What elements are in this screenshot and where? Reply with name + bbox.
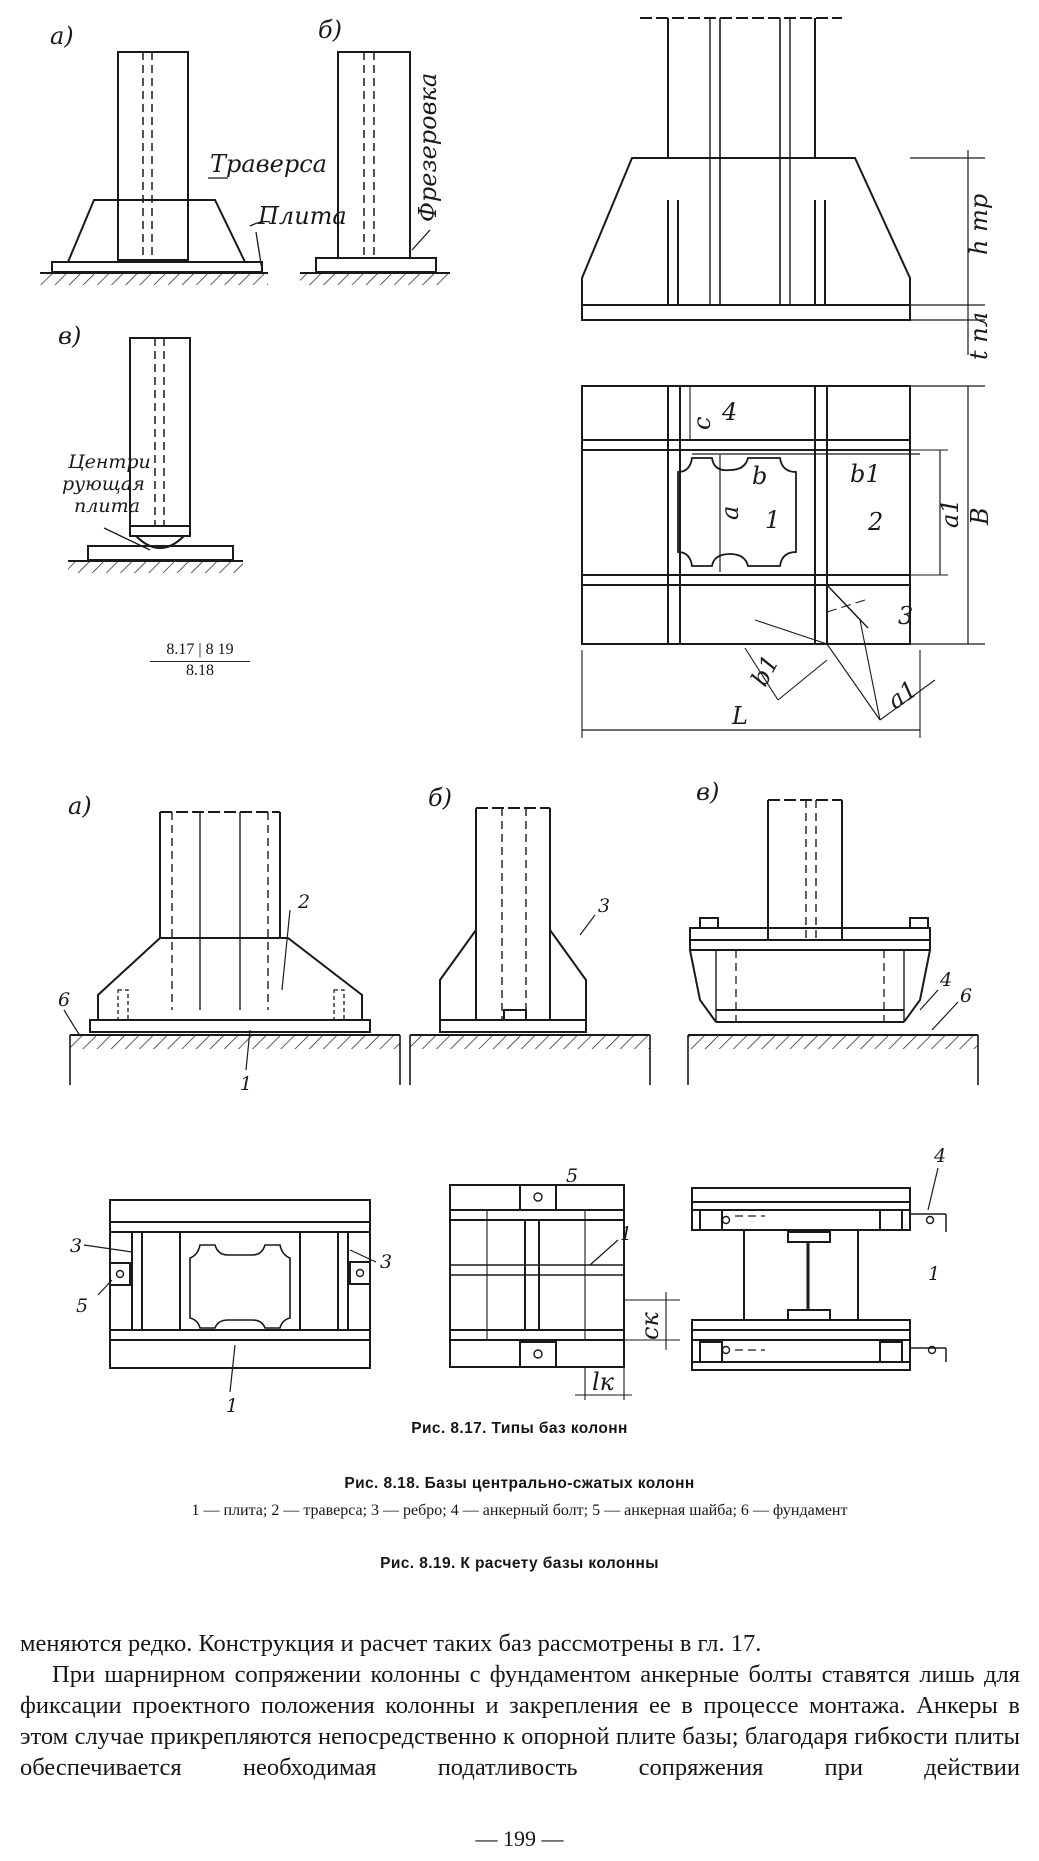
label-818-a-plan-n1: 1 [226, 1395, 238, 1417]
label-zone-1: 1 [765, 506, 780, 534]
body-line-1: меняются редко. Конструкция и расчет так… [20, 1630, 762, 1657]
label-818-v-plan-n1: 1 [928, 1263, 940, 1285]
label-t-pl: t пл [965, 312, 993, 360]
fig-819-plan: 4 c b b1 a 1 2 a1 B 3 b1 a1 L [581, 385, 994, 738]
label-centr-2: рующая [62, 473, 145, 495]
label-a: а) [50, 22, 74, 50]
caption-fig-818: Рис. 8.18. Базы центрально-сжатых колонн [344, 1475, 695, 1492]
label-818-b-plan-n5: 5 [566, 1165, 578, 1187]
caption-fig-817: Рис. 8.17. Типы баз колонн [411, 1420, 628, 1437]
label-818-b-plan-n1: 1 [620, 1223, 632, 1245]
body-paragraph-2: При шарнирном сопряжении колонны с фунда… [20, 1661, 1020, 1781]
label-v: в) [58, 322, 81, 350]
label-a-dim: a [716, 506, 744, 520]
label-ck: cк [636, 1312, 664, 1340]
label-a1-diag: a1 [882, 675, 922, 715]
caption-fig-818-legend: 1 — плита; 2 — траверса; 3 — ребро; 4 — … [191, 1502, 848, 1519]
label-zone-3: 3 [898, 602, 913, 630]
label-b-dim: b [752, 462, 767, 490]
label-818-a-plan-n3-right: 3 [380, 1251, 392, 1273]
label-818-n1: 1 [240, 1073, 252, 1095]
label-818-n2: 2 [297, 891, 310, 913]
label-b1: b1 [850, 460, 881, 488]
label-818-v-n6: 6 [960, 985, 972, 1007]
label-centr-3: плита [74, 495, 140, 517]
fig-817-a: а) Траверса Плита [40, 22, 347, 285]
fig-818-b-plan: 5 1 cк lк [449, 1165, 680, 1400]
label-L: L [731, 702, 748, 730]
fig-818-a-elevation: а) 2 1 6 [58, 792, 401, 1095]
fig-817-b: б) Фрезеровка [300, 16, 450, 285]
body-text: меняются редко. Конструкция и расчет так… [20, 1628, 1020, 1783]
fig-818-v-plan: 4 1 [691, 1145, 947, 1371]
fig-819-elevation: h тр t пл [581, 17, 993, 360]
label-b1-diag: b1 [746, 651, 785, 691]
fig-817-v: в) Центри рующая плита [58, 322, 243, 573]
label-traversa: Траверса [210, 150, 327, 178]
label-b: б) [318, 16, 342, 44]
label-a1: a1 [936, 498, 964, 528]
caption-fig-819: Рис. 8.19. К расчету базы колонны [380, 1555, 659, 1572]
figures-canvas: а) Траверса Плита б) Фрезеровка в) [40, 16, 994, 1417]
label-818-v-n4: 4 [939, 969, 952, 991]
label-plita: Плита [257, 202, 347, 230]
label-frezerovka: Фрезеровка [414, 73, 442, 222]
label-818-b-n3: 3 [598, 895, 610, 917]
fig-818-v-elevation: в) 4 6 [687, 778, 979, 1085]
label-818-a-plan-n3-left: 3 [70, 1235, 82, 1257]
label-zone-4: 4 [721, 398, 737, 426]
page-number: — 199 — [475, 1826, 564, 1851]
label-818-v: в) [696, 778, 719, 806]
fig-818-b-elevation: б) 3 [409, 784, 651, 1085]
label-818-n6: 6 [58, 989, 70, 1011]
label-818-b: б) [428, 784, 452, 812]
label-centr-1: Центри [67, 451, 151, 473]
cross-reference-bottom: 8.18 [186, 662, 214, 679]
cross-reference: 8.17 | 8 19 8.18 [150, 641, 250, 680]
label-h-tr: h тр [965, 194, 993, 255]
cross-reference-top: 8.17 | 8 19 [150, 641, 250, 662]
label-B: B [966, 507, 994, 526]
label-lk: lк [592, 1368, 615, 1396]
label-c: c [688, 417, 716, 430]
label-818-a-plan-n5: 5 [76, 1295, 88, 1317]
label-zone-2: 2 [867, 508, 883, 536]
fig-818-a-plan: 3 5 3 1 [70, 1199, 392, 1417]
label-818-v-plan-n4: 4 [933, 1145, 946, 1167]
label-818-a: а) [68, 792, 92, 820]
